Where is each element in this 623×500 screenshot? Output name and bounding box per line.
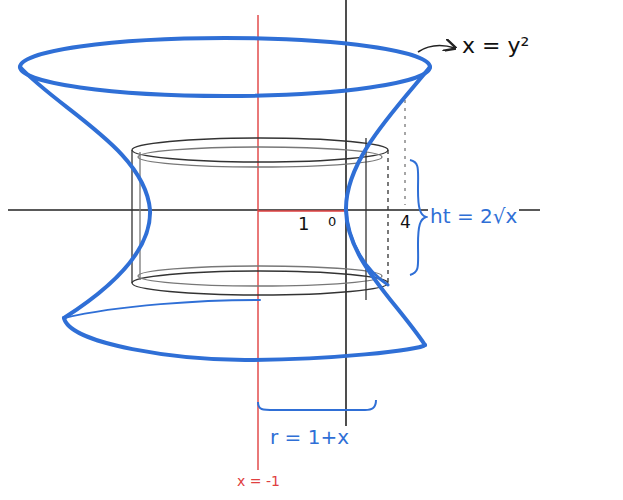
origin-number: 0: [326, 215, 338, 229]
radius-label: r = 1+x: [268, 426, 351, 448]
cylindrical-shell: [132, 100, 405, 300]
radius-bracket: [258, 400, 376, 410]
leader-arrow: [418, 45, 455, 52]
distance-number: 1: [296, 214, 311, 234]
tick-number: 4: [398, 213, 413, 232]
axis-label: x = -1: [235, 474, 282, 489]
curve-equation: x = y²: [460, 34, 531, 58]
surface-outline: [20, 38, 430, 360]
height-label: ht = 2√x: [428, 205, 519, 227]
rotation-axis: [257, 15, 258, 470]
radius-segment: [258, 210, 345, 212]
